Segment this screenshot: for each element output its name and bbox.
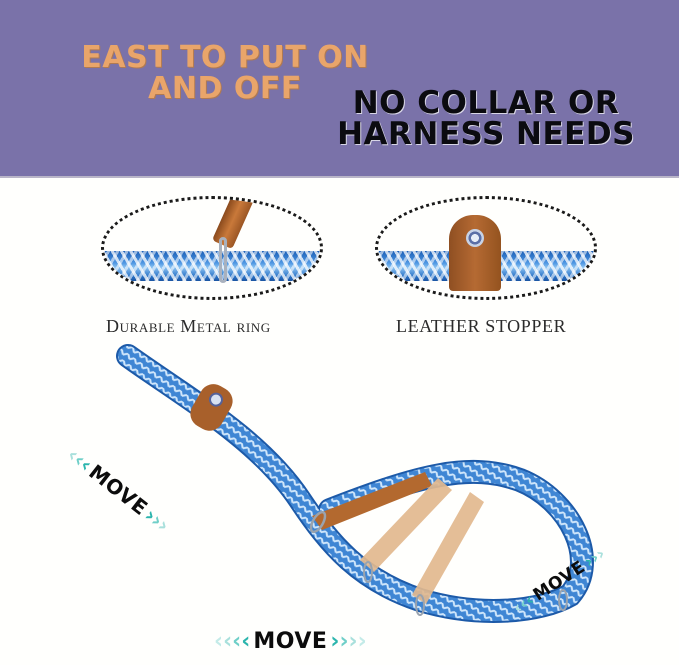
leash-grip-right-icon [412,492,484,604]
rope-segment-icon [104,251,320,281]
slip-leash-illustration [116,344,594,623]
chevron-right-icon: › [357,628,367,654]
leash-grip-left-icon [360,478,452,572]
headline-right-line-2: HARNESS NEEDS [337,116,635,152]
leather-stopper-label: LEATHER STOPPER [396,316,567,336]
chevron-right-icon: › [348,628,358,654]
headline-left-line-2: AND OFF [148,71,302,106]
chevron-left-icon: ‹ [241,628,251,654]
chevron-right-icon: › [330,628,340,654]
chevron-left-icon: ‹ [214,628,224,654]
leather-stopper-icon [449,215,501,291]
leash-leather-stopper-icon [190,384,233,431]
leash-leather-strap-icon [312,472,432,530]
banner-divider [0,176,679,178]
headline-easy-on-off: EAST TO PUT ON AND OFF [60,42,390,104]
chevron-right-icon: › [339,628,349,654]
header-banner [0,0,679,176]
move-label: MOVE [253,629,328,654]
metal-ring-label: Durable Metal ring [106,316,271,336]
headline-left-line-1: EAST TO PUT ON [81,40,369,75]
headline-right-line-1: NO COLLAR OR [352,85,620,121]
grommet-icon [466,229,484,247]
metal-ring-icon [219,237,227,283]
leather-stopper-closeup [375,196,597,300]
chevron-left-icon: ‹ [223,628,233,654]
headline-no-collar: NO COLLAR OR HARNESS NEEDS [330,88,642,150]
move-indicator-bottom: ‹ ‹ ‹ ‹ MOVE › › › › [214,629,367,654]
metal-ring-closeup [101,196,323,300]
chevron-left-icon: ‹ [232,628,242,654]
